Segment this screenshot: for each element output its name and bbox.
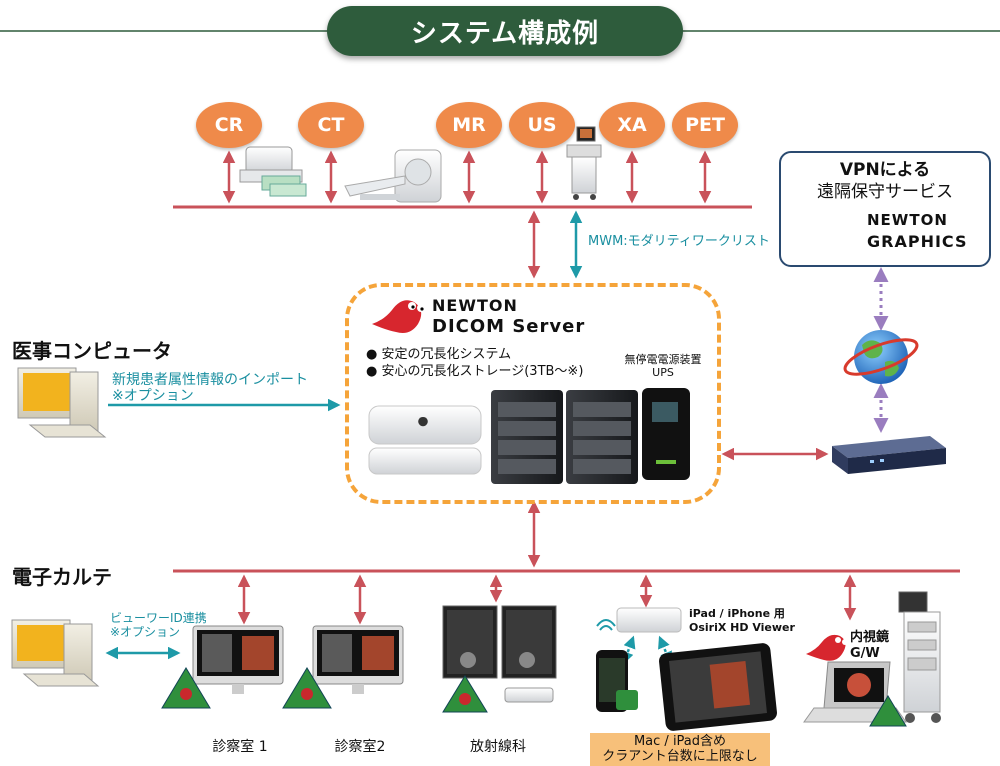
room2-imac [282,625,404,709]
mwm-label: MWM:モダリティワークリスト [588,234,770,249]
wifi-base-station [596,607,682,633]
wifi-iphone-link [621,635,636,665]
vpn-logo-top: NEWTON [867,211,948,229]
import-note: 新規患者属性情報のインポート ※オプション [112,372,308,404]
feature-item: ● 安心の冗長化ストレージ(3TB〜※) [366,364,584,379]
server-mascot-logo [372,300,425,333]
modality-pet: PET [672,102,738,148]
modality-ct: CT [298,102,364,148]
ups-label: 無停電電源装置 UPS [624,353,702,379]
modality-us: US [509,102,575,148]
storage-unit-1 [491,390,563,484]
mac-mini-1 [368,405,482,445]
ct-scanner [344,149,442,203]
ipad-viewer-label: iPad / iPhone 用 OsiriX HD Viewer [689,607,795,634]
endoscope-laptop [803,661,907,727]
server-logo-bottom: DICOM Server [432,316,586,337]
page-title: システム構成例 [327,6,683,56]
wifi-ipad-link [658,635,672,665]
medical-computer-heading: 医事コンピュータ [12,339,172,363]
router-device [832,436,946,474]
ipad-device [659,643,777,731]
modality-cr: CR [196,102,262,148]
server-logo-top: NEWTON [432,296,518,315]
client-arrows [237,574,857,625]
vpn-line1: VPNによる [839,160,931,180]
vpn-logo-bottom: GRAPHICS [867,232,968,251]
room1-label: 診察室 1 [212,739,268,755]
vpn-title: VPNによる 遠隔保守サービス [781,159,989,203]
room2-label: 診察室2 [334,739,386,755]
client-limit-note: Mac / iPad含め クラアント台数に上限なし [590,733,770,766]
us-machine [566,126,602,200]
feature-item: ● 安定の冗長化システム [366,347,512,362]
modality-mr: MR [436,102,502,148]
endoscope-cart [898,591,941,723]
server-features: ● 安定の冗長化システム ● 安心の冗長化ストレージ(3TB〜※) [366,346,583,380]
viewer-id-note: ビューワーID連携 ※オプション [110,611,207,639]
radiology-label: 放射線科 [470,739,526,755]
mac-mini-2 [368,447,482,475]
vpn-line2: 遠隔保守サービス [817,182,953,202]
ups-device [642,388,690,480]
medical-pc [17,367,107,438]
vpn-service-box: VPNによる 遠隔保守サービス NEWTON GRAPHICS [779,151,991,267]
iphone-device [596,650,638,712]
storage-unit-2 [566,390,638,484]
modality-arrows [222,150,712,279]
globe-icon [843,330,919,384]
radiology-monitors [442,605,557,713]
emr-pc [11,619,100,687]
room1-imac [161,625,284,709]
cr-device [239,146,307,197]
modality-xa: XA [599,102,665,148]
emr-heading: 電子カルテ [12,565,112,589]
dicom-server-group [345,283,721,504]
endoscope-label: 内視鏡 G/W [850,630,890,661]
endoscope-mascot-logo [806,634,848,661]
